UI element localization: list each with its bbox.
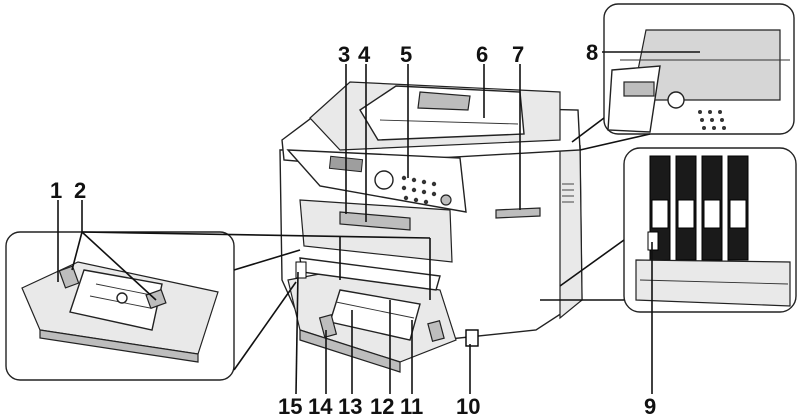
- printer: [279, 81, 583, 373]
- paper-guide-left: [318, 314, 338, 338]
- callout-10: 10: [456, 394, 480, 419]
- callout-11: 11: [400, 394, 423, 419]
- callout-8: 8: [586, 40, 598, 65]
- control-panel-dial: [374, 170, 394, 190]
- callout-6: 6: [476, 42, 488, 67]
- callout-5: 5: [400, 42, 412, 67]
- document-feeder-tray: [359, 85, 525, 141]
- glass-inset: [603, 3, 795, 135]
- output-tray: [299, 199, 453, 263]
- paper-tray-front: [299, 329, 401, 373]
- power-switch: [465, 329, 479, 347]
- callout-7: 7: [512, 42, 524, 67]
- callout-15: 15: [278, 394, 302, 419]
- toner-lock-lever: [647, 231, 659, 251]
- callout-12: 12: [370, 394, 394, 419]
- callout-labels: 1 2 3 4 5 6 7 8 9 10 11 12 13 14 15: [50, 40, 656, 419]
- callout-3: 3: [338, 42, 350, 67]
- leader-lines: [57, 51, 700, 395]
- callout-4: 4: [358, 42, 371, 67]
- tray-inset-tray-front: [39, 329, 199, 363]
- side-door-handle: [495, 207, 541, 219]
- callout-9: 9: [644, 394, 656, 419]
- callout-2: 2: [74, 178, 86, 203]
- usb-port: [295, 261, 307, 279]
- callout-14: 14: [308, 394, 333, 419]
- paper-guide-right: [427, 320, 445, 342]
- toner-inset: [623, 147, 797, 313]
- tray-inset: [5, 231, 235, 381]
- callout-13: 13: [338, 394, 362, 419]
- callout-1: 1: [50, 178, 62, 203]
- tray-inset-guide-left: [58, 265, 80, 289]
